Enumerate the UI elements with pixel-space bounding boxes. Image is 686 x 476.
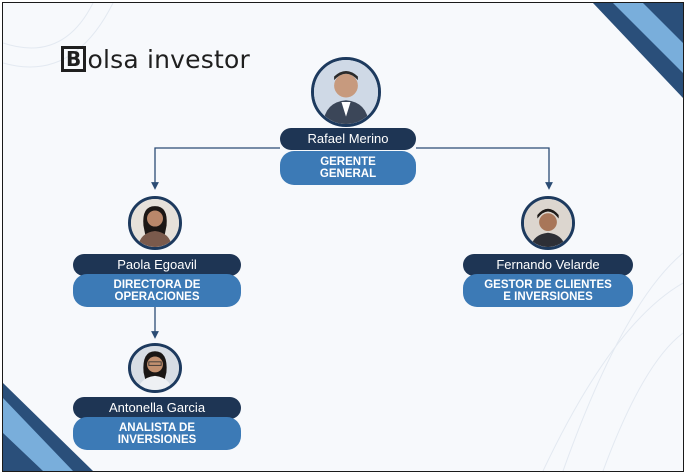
logo-text: olsa investor bbox=[87, 45, 250, 74]
avatar-clients bbox=[521, 196, 575, 250]
name-analyst: Antonella Garcia bbox=[73, 397, 241, 419]
role-ceo: GERENTE GENERAL bbox=[280, 151, 416, 185]
corner-band-top-right bbox=[613, 3, 683, 73]
background-decoration bbox=[3, 3, 683, 471]
avatar-analyst bbox=[128, 343, 182, 393]
logo-first-letter: B bbox=[61, 46, 87, 72]
role-ops: DIRECTORA DE OPERACIONES bbox=[73, 274, 241, 307]
avatar-ceo bbox=[311, 57, 381, 127]
name-clients: Fernando Velarde bbox=[463, 254, 633, 276]
name-ceo: Rafael Merino bbox=[280, 128, 416, 150]
avatar-ops bbox=[128, 196, 182, 250]
corner-band-bottom-left bbox=[3, 398, 73, 471]
role-analyst: ANALISTA DE INVERSIONES bbox=[73, 417, 241, 450]
role-clients: GESTOR DE CLIENTES E INVERSIONES bbox=[463, 274, 633, 307]
name-ops: Paola Egoavil bbox=[73, 254, 241, 276]
